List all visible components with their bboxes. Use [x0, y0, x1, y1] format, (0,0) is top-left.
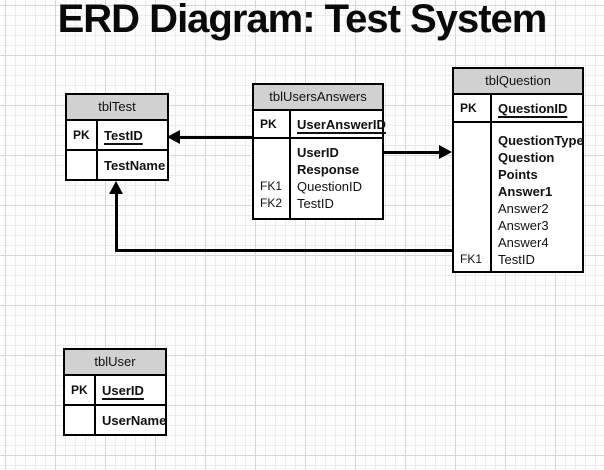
field-cell: TestID [498, 252, 535, 267]
table-pk-section: PK UserID [65, 376, 165, 406]
field-cell: UserAnswerID [297, 116, 386, 132]
table-column-divider [96, 121, 98, 179]
relationship-line-question-test-horizontal [115, 249, 452, 252]
key-cell: PK [71, 382, 88, 397]
table-row: FK1 TestID [454, 251, 582, 268]
arrowhead-into-tbltest-icon [167, 130, 180, 144]
table-pk-section: PK QuestionID [454, 95, 582, 123]
relationship-line-question-test-vertical [115, 190, 118, 251]
field-cell: TestName [104, 157, 166, 173]
table-row: Answer4 [454, 234, 582, 251]
arrowhead-into-tblquestion-icon [439, 145, 452, 159]
relationship-line-usersanswers-question [384, 151, 444, 154]
table-header-tblusersanswers: tblUsersAnswers [254, 85, 382, 111]
key-cell: PK [73, 127, 90, 142]
table-pk-section: PK TestID [67, 121, 167, 151]
key-cell: FK1 [460, 252, 483, 266]
arrowhead-into-tbltest-bottom-icon [109, 181, 123, 194]
field-cell: Response [297, 162, 360, 177]
table-row: Answer2 [454, 200, 582, 217]
field-cell: UserName [102, 412, 167, 428]
field-cell: TestID [297, 196, 334, 211]
key-cell [454, 149, 490, 166]
table-body-section: TestName [67, 151, 167, 179]
table-row: UserName [65, 412, 167, 429]
table-row: FK2 TestID [254, 195, 382, 212]
field-cell: Answer3 [498, 218, 549, 233]
table-column-divider [94, 376, 96, 434]
table-row: Answer3 [454, 217, 582, 234]
erd-table-tblusersanswers: tblUsersAnswers PK UserAnswerID UserID Res… [252, 83, 386, 220]
table-row: Points [454, 166, 582, 183]
field-cell: Points [498, 167, 538, 182]
page-title: ERD Diagram: Test System [57, 0, 548, 41]
key-cell [254, 144, 289, 161]
field-cell: TestID [104, 127, 143, 143]
key-cell [454, 217, 490, 234]
field-cell: QuestionID [297, 179, 363, 194]
table-row: Question [454, 149, 582, 166]
table-column-divider [490, 95, 492, 271]
key-cell [454, 166, 490, 183]
table-row: Response [254, 161, 382, 178]
field-cell: QuestionType [498, 133, 584, 148]
table-row: PK QuestionID [454, 100, 582, 117]
field-cell: Question [498, 150, 555, 165]
table-header-tbluser: tblUser [65, 350, 165, 376]
table-row: TestName [67, 157, 167, 174]
table-row: UserID [254, 144, 382, 161]
table-row: PK TestID [67, 127, 167, 144]
key-cell: FK1 [260, 179, 283, 193]
key-cell [65, 412, 94, 429]
key-cell [67, 157, 96, 174]
table-header-tbltest: tblTest [67, 95, 167, 121]
table-header-tblquestion: tblQuestion [454, 69, 582, 95]
table-column-divider [289, 111, 291, 218]
table-row: QuestionType [454, 132, 584, 149]
field-cell: Answer4 [498, 235, 549, 250]
field-cell: Answer1 [498, 184, 553, 199]
key-cell [454, 132, 490, 149]
key-cell [454, 200, 490, 217]
key-cell: PK [460, 100, 477, 115]
field-cell: Answer2 [498, 201, 549, 216]
relationship-line-usersanswers-test [176, 136, 252, 139]
erd-table-tbltest: tblTest PK TestID TestName [65, 93, 169, 181]
erd-table-tbluser: tblUser PK UserID UserName [63, 348, 167, 436]
field-cell: UserID [297, 145, 339, 160]
table-row: FK1 QuestionID [254, 178, 382, 195]
table-row: Answer1 [454, 183, 582, 200]
key-cell: FK2 [260, 196, 283, 210]
table-body-section: UserName [65, 406, 167, 434]
key-cell [254, 161, 289, 178]
table-pk-section: PK UserAnswerID [254, 111, 386, 139]
field-cell: QuestionID [498, 100, 568, 116]
field-cell: UserID [102, 382, 144, 398]
key-cell: PK [260, 116, 277, 131]
table-row: PK UserAnswerID [254, 116, 386, 133]
key-cell [454, 234, 490, 251]
key-cell [454, 183, 490, 200]
table-row: PK UserID [65, 382, 165, 399]
